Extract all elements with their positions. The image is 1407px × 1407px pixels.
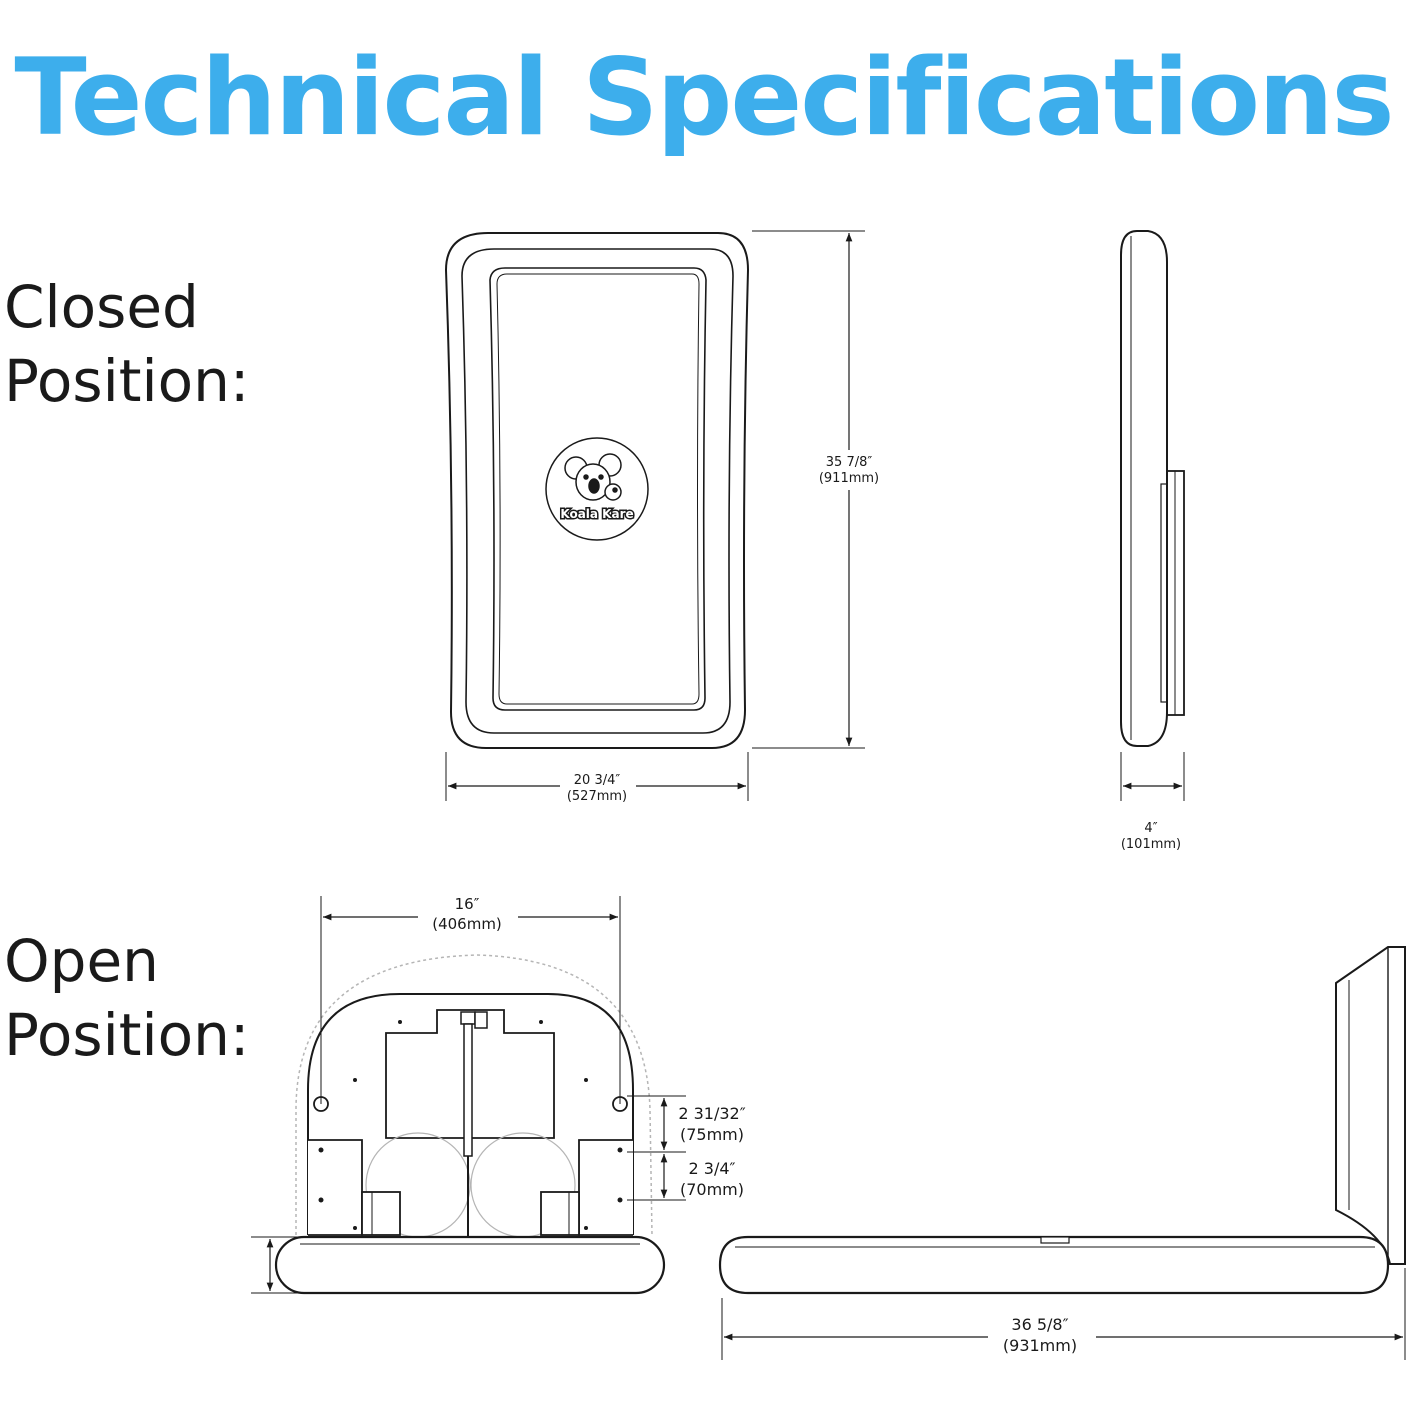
- closed-height-metric: (911mm): [819, 471, 879, 486]
- closed-width-imperial: 20 3/4″: [574, 773, 621, 788]
- dim-closed-height: 35 7/8″ (911mm): [752, 230, 879, 749]
- open-hole-spacing-metric: (70mm): [680, 1180, 744, 1199]
- koala-icon: [564, 453, 622, 501]
- open-label-line2: Position:: [4, 1001, 250, 1069]
- open-length-imperial: 36 5/8″: [1011, 1315, 1068, 1334]
- closed-position-label: Closed Position:: [4, 270, 249, 418]
- dim-closed-width: 20 3/4″ (527mm): [445, 752, 749, 804]
- closed-front-view: [444, 232, 750, 749]
- dim-closed-depth: 4″ (101mm): [1120, 752, 1185, 852]
- closed-depth-metric: (101mm): [1121, 837, 1181, 852]
- page-title: Technical Specifications: [14, 36, 1394, 159]
- closed-label-line2: Position:: [4, 347, 250, 415]
- open-mount-width-metric: (406mm): [432, 915, 502, 933]
- open-front-view: [274, 954, 666, 1295]
- dim-open-mount-width: 16″ (406mm): [320, 895, 621, 1104]
- koala-kare-logo: Koala Kare: [545, 437, 649, 541]
- open-mount-height-metric: (75mm): [680, 1125, 744, 1144]
- open-label-line1: Open: [4, 927, 159, 995]
- open-mount-height-imperial: 2 31/32″: [678, 1104, 745, 1123]
- open-mount-width-imperial: 16″: [455, 895, 480, 913]
- dim-deck-thickness: [251, 1236, 298, 1294]
- closed-label-line1: Closed: [4, 273, 199, 341]
- open-length-metric: (931mm): [1003, 1336, 1077, 1355]
- logo-text: Koala Kare: [560, 507, 633, 521]
- open-position-label: Open Position:: [4, 924, 249, 1072]
- closed-height-imperial: 35 7/8″: [826, 455, 873, 470]
- open-side-view: [718, 946, 1406, 1295]
- closed-side-view: [1120, 230, 1185, 747]
- closed-width-metric: (527mm): [567, 789, 627, 804]
- dim-open-length: 36 5/8″ (931mm): [721, 1268, 1406, 1360]
- open-hole-spacing-imperial: 2 3/4″: [689, 1159, 736, 1178]
- closed-depth-imperial: 4″: [1144, 821, 1157, 836]
- dim-open-mount-height: 2 31/32″ (75mm) 2 3/4″ (70mm): [627, 1095, 746, 1201]
